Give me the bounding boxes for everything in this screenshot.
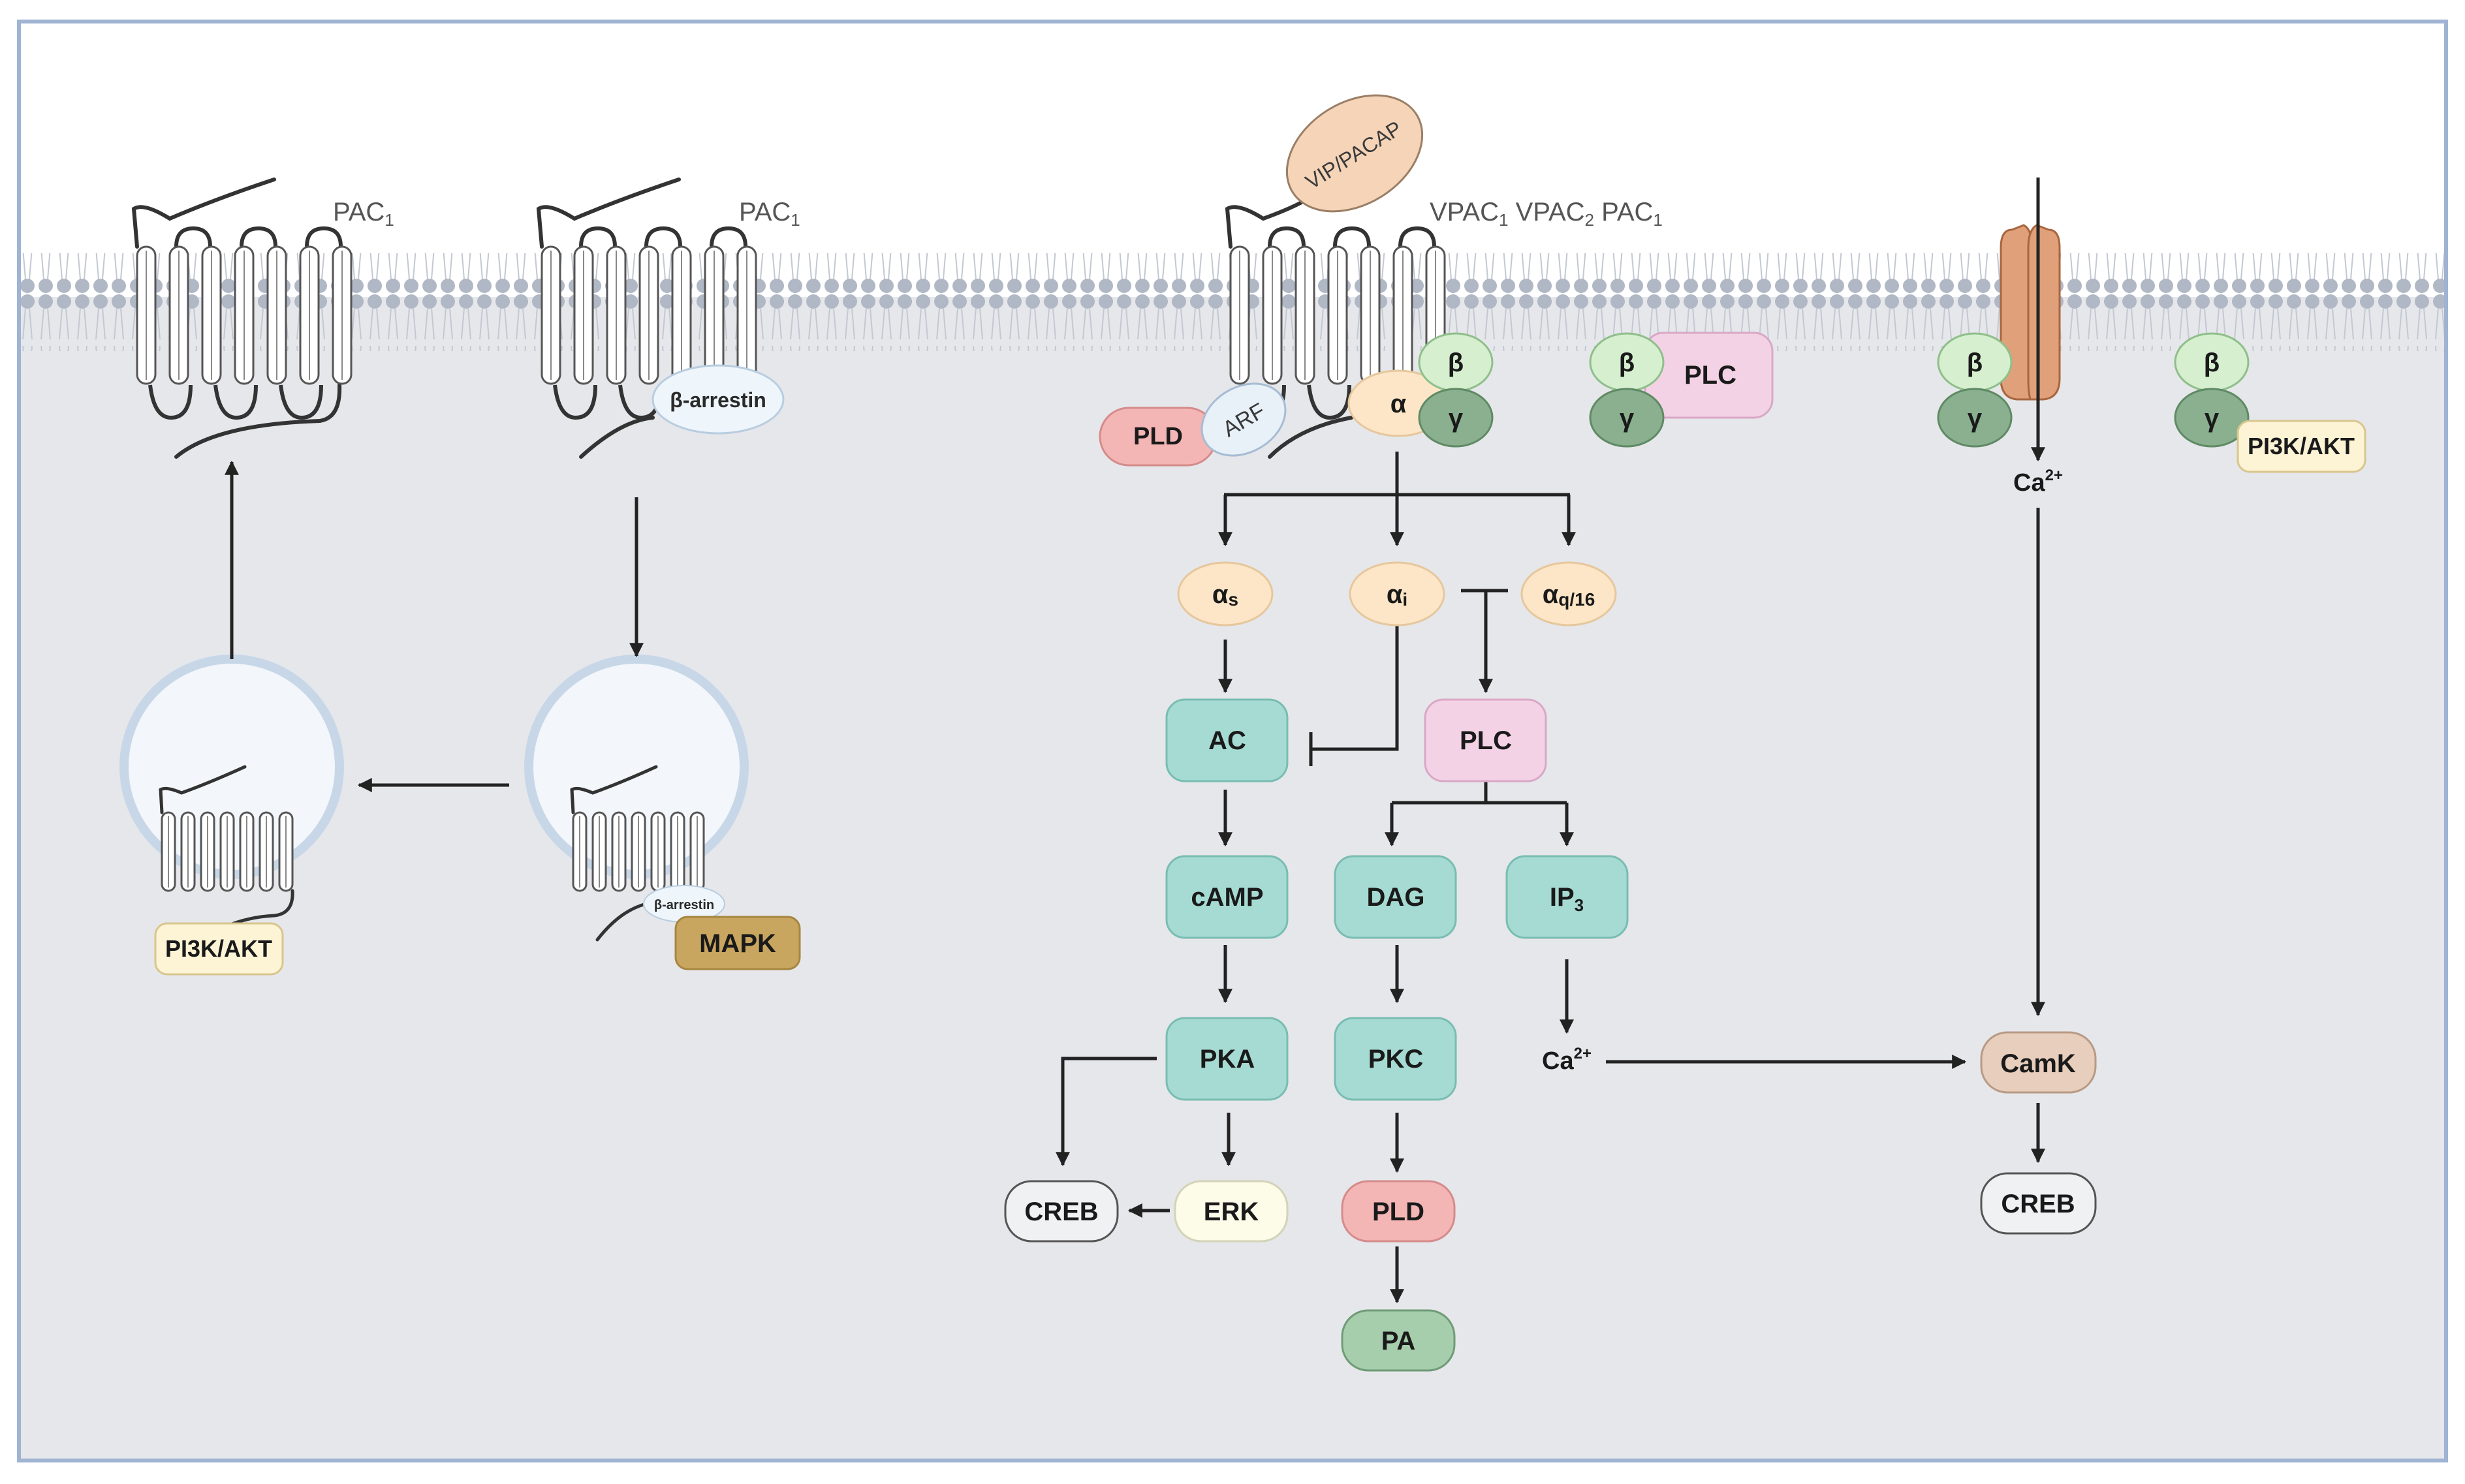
- g-alpha-label: α: [1390, 390, 1407, 418]
- svg-text:IP3: IP3: [1550, 883, 1584, 915]
- node-creb-left: CREB: [1004, 1180, 1119, 1243]
- node-pld: PLD: [1341, 1180, 1456, 1243]
- vesicle-right: β-arrestin MAPK: [524, 655, 801, 970]
- alpha-q16: αq/16: [1520, 561, 1617, 626]
- node-ac: AC: [1165, 698, 1289, 782]
- svg-text:Ca2+: Ca2+: [1542, 1045, 1592, 1075]
- node-pkc: PKC: [1334, 1017, 1457, 1101]
- g-gamma-label-3: γ: [1968, 404, 1983, 433]
- svg-text:PLD: PLD: [1372, 1198, 1424, 1226]
- svg-text:cAMP: cAMP: [1191, 883, 1263, 912]
- node-ip3: IP3: [1505, 855, 1629, 939]
- beta-arrestin-small-label: β-arrestin: [654, 898, 714, 912]
- svg-text:DAG: DAG: [1367, 883, 1425, 912]
- node-pka: PKA: [1165, 1017, 1289, 1101]
- svg-text:PLC: PLC: [1460, 726, 1512, 755]
- vesicle-left: PI3K/AKT: [119, 655, 344, 976]
- svg-text:CamK: CamK: [2000, 1049, 2076, 1078]
- svg-text:Ca2+: Ca2+: [2013, 467, 2063, 497]
- beta-arrestin: β-arrestin: [652, 364, 785, 435]
- node-camk: CamK: [1980, 1031, 2097, 1094]
- pi3k-vesicle-label: PI3K/AKT: [165, 935, 272, 962]
- label-pac1-middle: PAC1: [739, 198, 800, 230]
- node-ca-ip3: Ca2+: [1542, 1045, 1592, 1075]
- beta-arrestin-label: β-arrestin: [670, 388, 766, 412]
- svg-text:CREB: CREB: [1024, 1198, 1098, 1226]
- node-erk: ERK: [1174, 1180, 1289, 1243]
- alpha-i: αi: [1349, 561, 1445, 626]
- g-beta-label-4: β: [2204, 348, 2220, 377]
- svg-text:AC: AC: [1208, 726, 1246, 755]
- label-vpac-group: VPAC1 VPAC2 PAC1: [1430, 198, 1663, 230]
- g-gamma-label: γ: [1449, 404, 1464, 433]
- node-pa: PA: [1341, 1309, 1456, 1372]
- alpha-s: αs: [1177, 561, 1274, 626]
- plc-membrane-label: PLC: [1684, 361, 1736, 390]
- figure-border: [17, 20, 2448, 1462]
- pld-membrane-label: PLD: [1133, 423, 1183, 450]
- pld-arf-complex: PLD ARF: [1099, 382, 1287, 467]
- gbg-channel: β γ: [1937, 332, 2013, 448]
- pi3k-membrane-label: PI3K/AKT: [2248, 433, 2355, 459]
- label-pac1-left: PAC1: [333, 198, 394, 230]
- trafficking-arrows: [225, 460, 644, 792]
- g-beta-label: β: [1448, 348, 1464, 377]
- signalling-arrows: [1056, 178, 2045, 1304]
- svg-text:PKC: PKC: [1368, 1045, 1423, 1074]
- svg-text:PA: PA: [1381, 1327, 1416, 1355]
- g-beta-label-3: β: [1967, 348, 1983, 377]
- gbg-pi3k-complex: β γ PI3K/AKT: [2174, 332, 2366, 473]
- node-plc: PLC: [1424, 698, 1547, 782]
- alpha-i-label: αi: [1387, 580, 1407, 610]
- node-dag: DAG: [1334, 855, 1457, 939]
- svg-text:ERK: ERK: [1204, 1198, 1259, 1226]
- g-gamma-label-2: γ: [1620, 404, 1635, 433]
- g-gamma-label-4: γ: [2205, 404, 2220, 433]
- ligand-vip-pacap: VIP/PACAP: [1285, 94, 1424, 213]
- alpha-s-label: αs: [1212, 580, 1238, 610]
- alpha-q16-label: αq/16: [1543, 580, 1595, 610]
- pac1-receptor-left: [131, 178, 353, 459]
- g-beta-label-2: β: [1619, 348, 1635, 377]
- svg-text:PKA: PKA: [1200, 1045, 1255, 1074]
- node-ca-channel: Ca2+: [2013, 467, 2063, 497]
- node-creb-right: CREB: [1980, 1172, 2097, 1235]
- mapk-label: MAPK: [699, 929, 776, 958]
- g-protein-receptor: α β γ: [1347, 332, 1494, 448]
- node-camp: cAMP: [1165, 855, 1289, 939]
- svg-text:CREB: CREB: [2001, 1190, 2075, 1218]
- gbg-plc-complex: PLC β γ: [1589, 332, 1774, 448]
